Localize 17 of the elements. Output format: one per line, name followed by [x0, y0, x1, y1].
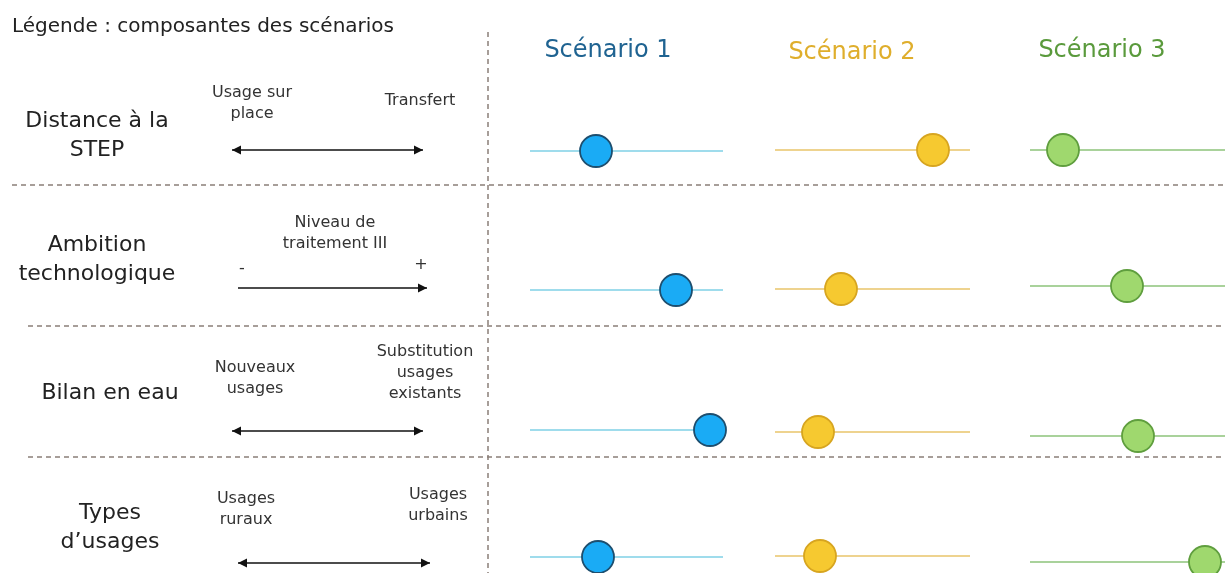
row-header: Ambition technologique [17, 230, 177, 287]
axis-end-label: Usages ruraux [215, 488, 277, 530]
axis-end-label: Transfert [383, 90, 457, 111]
axis-end-label: + [413, 254, 429, 275]
row-header: Types d’usages [59, 498, 161, 555]
legend-title: Légende : composantes des scénarios [12, 12, 394, 38]
row-header: Bilan en eau [40, 378, 180, 406]
axis-end-label: Nouveaux usages [213, 357, 297, 399]
column-header: Scénario 3 [1037, 34, 1167, 65]
column-header: Scénario 1 [543, 34, 673, 65]
axis-end-label: Usage sur place [211, 82, 293, 124]
axis-end-label: Usages urbains [407, 484, 469, 526]
axis-end-label: Substitution usages existants [375, 341, 475, 404]
row-header: Distance à la STEP [24, 106, 170, 163]
axis-end-label: Niveau de traitement III [281, 212, 389, 254]
column-header: Scénario 2 [787, 36, 917, 67]
axis-end-label: - [238, 258, 246, 279]
